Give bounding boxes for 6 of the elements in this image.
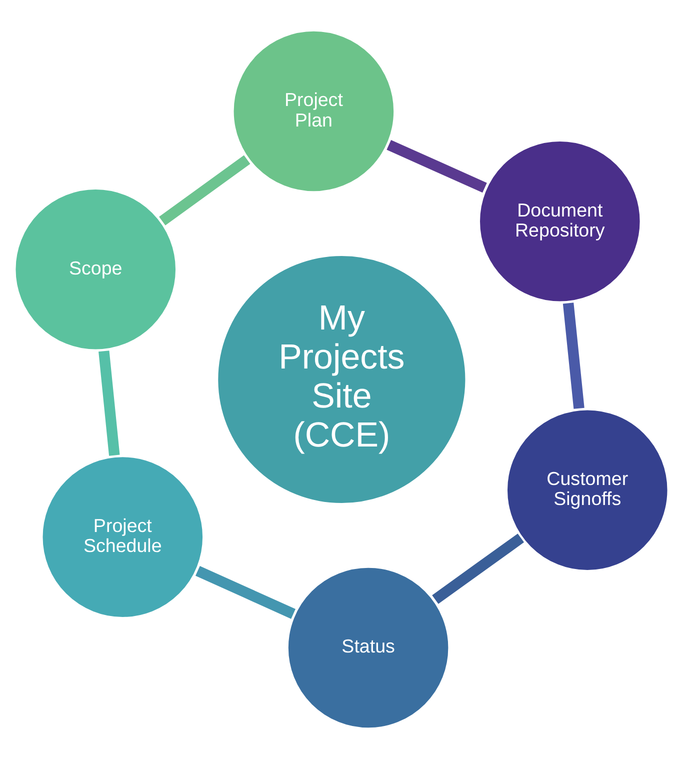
connector: [562, 302, 584, 408]
connector: [386, 139, 487, 192]
connector: [432, 533, 524, 604]
connector: [98, 350, 120, 456]
connector: [159, 154, 250, 225]
connector: [195, 565, 296, 618]
